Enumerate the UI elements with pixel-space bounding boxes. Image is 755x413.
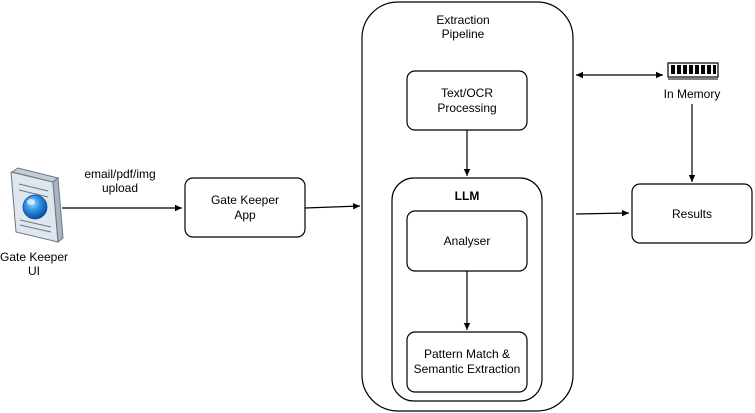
- results-box: [631, 183, 753, 244]
- extraction-pipeline-label-line2: Pipeline: [442, 27, 485, 41]
- results-label: Results: [672, 207, 712, 221]
- text-ocr-label-line2: Processing: [437, 101, 496, 115]
- analyser-label: Analyser: [444, 234, 491, 248]
- pipeline-to-results-arrow: [575, 209, 630, 217]
- pattern-match-label-line2: Semantic Extraction: [414, 362, 521, 376]
- pattern-match-label-line1: Pattern Match &: [424, 347, 510, 361]
- gatekeeper-ui-label-line1: Gate Keeper: [0, 250, 68, 264]
- gatekeeper-ui-label-line2: UI: [28, 264, 40, 278]
- gatekeeper-ui-icon: [10, 167, 64, 243]
- in-memory-label: In Memory: [664, 87, 721, 101]
- upload-label-line2: upload: [102, 181, 138, 195]
- extraction-pipeline-label-line1: Extraction: [436, 13, 489, 27]
- pattern-match-box: [406, 331, 528, 393]
- upload-label-line1: email/pdf/img: [84, 167, 155, 181]
- gatekeeper-app-label-line2: App: [234, 208, 256, 222]
- app-to-pipeline-arrow: [304, 203, 361, 210]
- memory-module-icon: [667, 62, 719, 80]
- llm-label: LLM: [455, 189, 480, 203]
- gatekeeper-app-label-line1: Gate Keeper: [211, 193, 279, 207]
- text-ocr-label-line1: Text/OCR: [441, 86, 493, 100]
